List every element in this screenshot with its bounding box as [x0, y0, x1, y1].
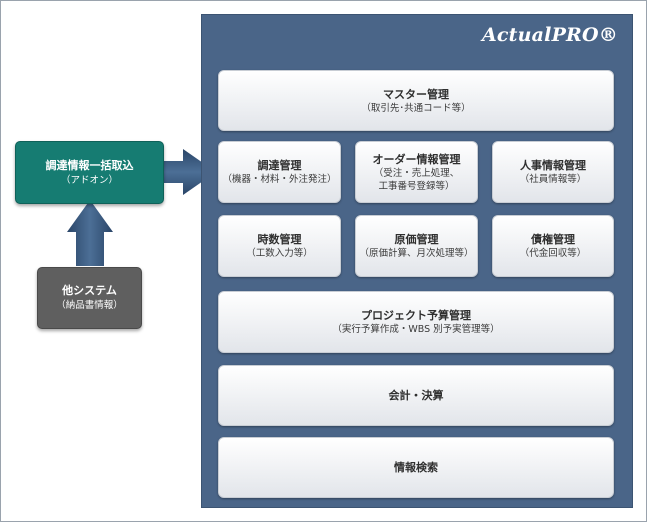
other-system-subtitle: （納品書情報）	[56, 300, 123, 311]
module-title: 情報検索	[394, 461, 438, 474]
addon-subtitle: （アドオン）	[60, 174, 118, 186]
module-title: 調達管理	[257, 159, 302, 172]
module-title: 時数管理	[257, 233, 302, 246]
module-accounting: 会計・決算	[218, 365, 614, 426]
module-debt: 債権管理 （代金回収等）	[492, 215, 614, 277]
module-title: 会計・決算	[388, 389, 444, 402]
module-title: マスター管理	[383, 87, 449, 101]
addon-title: 調達情報一括取込	[45, 158, 134, 172]
module-subtitle: （実行予算作成・WBS 別予実管理等）	[332, 324, 500, 335]
module-title: オーダー情報管理	[372, 152, 461, 166]
module-info-search: 情報検索	[218, 437, 614, 498]
module-title: 原価管理	[394, 233, 439, 246]
module-cost: 原価管理 （原価計算、月次処理等）	[355, 215, 478, 277]
other-system-title: 他システム	[62, 284, 117, 297]
other-system-box: 他システム （納品書情報）	[37, 267, 142, 329]
arrow-up-icon	[67, 200, 113, 266]
module-subtitle: （原価計算、月次処理等）	[359, 248, 474, 259]
module-subtitle: （代金回収等）	[519, 248, 587, 259]
module-hours: 時数管理 （工数入力等）	[218, 215, 341, 277]
module-title: 債権管理	[531, 233, 575, 246]
arrow-right-icon	[164, 149, 216, 195]
module-subtitle-line2: 工事番号登録等）	[378, 180, 455, 192]
module-title: プロジェクト予算管理	[361, 309, 471, 322]
module-order: オーダー情報管理 （受注・売上処理、 工事番号登録等）	[355, 141, 478, 203]
addon-box: 調達情報一括取込 （アドオン）	[15, 141, 164, 204]
module-subtitle: （取引先･共通コード等）	[361, 102, 471, 114]
module-hr: 人事情報管理 （社員情報等）	[492, 141, 614, 203]
module-subtitle-line1: （受注・売上処理、	[373, 167, 460, 179]
module-subtitle: （工数入力等）	[246, 248, 313, 259]
module-subtitle: （機器・材料・外注発注）	[222, 174, 337, 185]
module-subtitle: （社員情報等）	[519, 174, 587, 185]
module-master: マスター管理 （取引先･共通コード等）	[218, 70, 614, 131]
module-procurement: 調達管理 （機器・材料・外注発注）	[218, 141, 341, 203]
brand-logo: ActualPRO®	[481, 24, 618, 46]
module-project-budget: プロジェクト予算管理 （実行予算作成・WBS 別予実管理等）	[218, 291, 614, 353]
module-title: 人事情報管理	[520, 159, 586, 172]
